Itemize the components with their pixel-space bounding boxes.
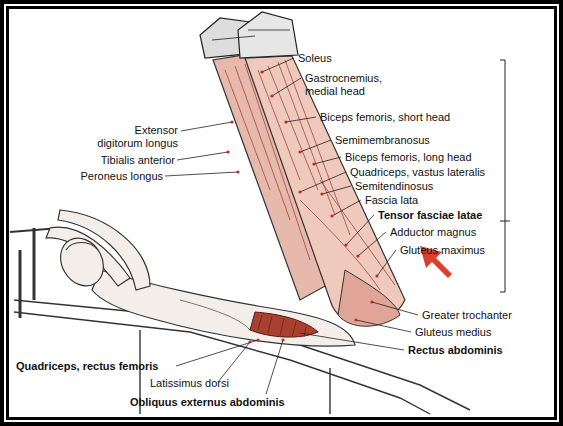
frame-line bbox=[5, 5, 558, 421]
arms-head bbox=[46, 210, 150, 294]
muscle-label: Latissimus dorsi bbox=[150, 377, 229, 390]
muscle-label: Biceps femoris, short head bbox=[320, 111, 450, 124]
muscle-label: Gastrocnemius, medial head bbox=[305, 72, 397, 98]
muscle-label: Gluteus maximus bbox=[400, 244, 485, 257]
muscle-label: Adductor magnus bbox=[390, 226, 476, 239]
muscle-label: Extensor digitorum longus bbox=[90, 124, 178, 150]
muscle-label: Biceps femoris, long head bbox=[345, 151, 472, 164]
muscle-label: Quadriceps, rectus femoris bbox=[16, 360, 158, 373]
muscle-label: Semimembranosus bbox=[335, 134, 430, 147]
muscle-label: Tensor fasciae latae bbox=[378, 209, 482, 222]
image-ground bbox=[9, 9, 554, 417]
muscle-label: Obliquus externus abdominis bbox=[130, 396, 285, 409]
muscle-label: Semitendinosus bbox=[355, 180, 433, 193]
muscle-label: Greater trochanter bbox=[422, 309, 512, 322]
muscle-label: Tibialis anterior bbox=[60, 154, 175, 167]
muscle-label: Fascia lata bbox=[365, 194, 418, 207]
leader-lines bbox=[165, 58, 418, 394]
muscle-label: Gluteus medius bbox=[415, 326, 491, 339]
muscle-bracket bbox=[500, 60, 510, 292]
muscle-label: Peroneus longus bbox=[50, 170, 163, 183]
muscle-label: Rectus abdominis bbox=[408, 344, 503, 357]
muscle-label: Soleus bbox=[298, 52, 332, 65]
muscle-label: Quadriceps, vastus lateralis bbox=[350, 166, 485, 179]
